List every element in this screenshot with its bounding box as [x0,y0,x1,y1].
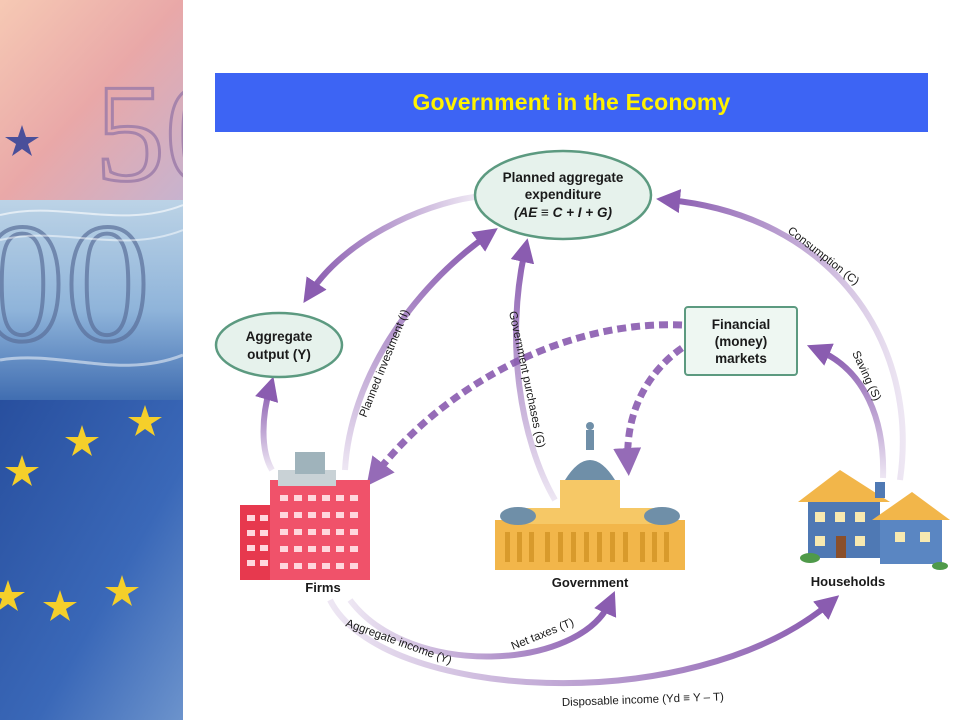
financial-markets-line3: markets [715,351,767,366]
firms-label: Firms [305,580,340,595]
consumption-label: Consumption (C) [785,225,861,288]
planned-ae-line3: (AE ≡ C + I + G) [514,205,612,220]
planned-ae-line1: Planned aggregate [503,170,624,185]
disposable-income-label: Disposable income (Yd ≡ Y – T) [562,691,725,709]
planned-ae-node: Planned aggregate expenditure (AE ≡ C + … [473,149,653,241]
aggregate-income-label: Aggregate income (Y) [344,618,453,668]
planned-ae-line2: expenditure [525,187,602,202]
arrow-government-purchases [510,238,558,502]
arrow-financial-to-government [613,345,685,476]
aggregate-output-line2: output (Y) [247,347,311,362]
arrow-planned-investment [342,228,498,471]
arrow-saving [806,343,887,479]
financial-markets-line1: Financial [712,317,771,332]
slide-title: Government in the Economy [412,89,731,115]
arrow-ae-to-output [303,194,475,304]
arrow-consumption [656,189,906,481]
arrow-firms-to-output [255,376,279,472]
aggregate-output-node: Aggregate output (Y) [214,311,344,379]
government-label: Government [552,575,629,590]
svg-text:50: 50 [95,56,183,211]
arrow-net-taxes [347,591,617,660]
financial-markets-line2: (money) [715,334,768,349]
aggregate-output-line1: Aggregate [246,329,313,344]
title-bar: Government in the Economy [215,73,928,132]
financial-markets-node: Financial (money) markets [684,306,798,376]
government-capitol-icon [495,422,685,570]
euro-banknote-photo: 50 00 [0,0,183,720]
firms-building-icon [240,452,370,580]
arrow-disposable-income [327,595,840,687]
households-label: Households [811,574,885,589]
planned-investment-label: Planned investment (I) [358,308,412,419]
households-house-icon [798,470,950,570]
svg-text:00: 00 [0,189,150,377]
arrow-financial-to-firms [366,321,683,487]
